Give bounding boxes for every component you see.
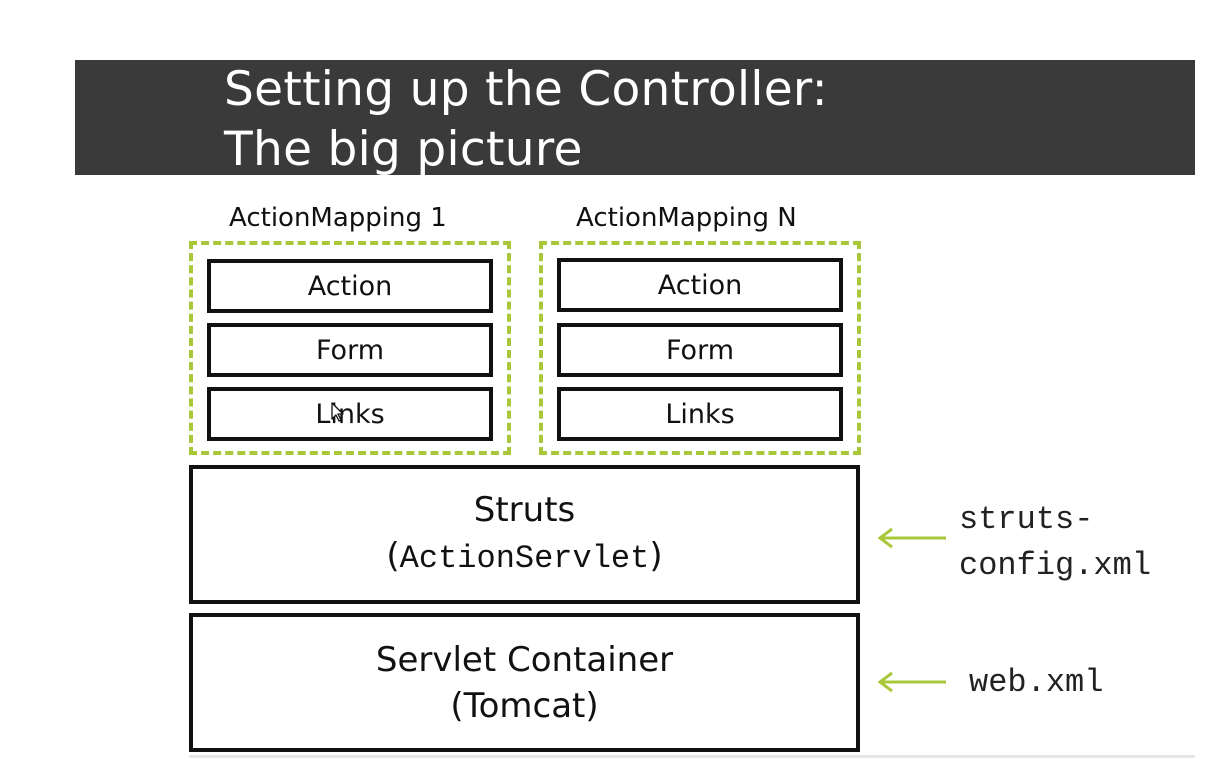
struts-open-paren: (: [386, 536, 400, 576]
mapping-label-n: ActionMapping N: [576, 203, 797, 233]
web-xml-label: web.xml: [969, 664, 1104, 701]
mapping-1-action-label: Action: [307, 270, 393, 302]
struts-detail-line: (ActionServlet): [386, 533, 662, 582]
servlet-container-title: Servlet Container: [375, 639, 674, 680]
tomcat-label: (Tomcat): [450, 685, 599, 726]
mapping-n-action-label: Action: [657, 269, 743, 301]
mapping-n-form-label: Form: [665, 334, 734, 366]
mapping-label-1: ActionMapping 1: [229, 203, 447, 233]
action-mapping-group-1: [189, 241, 511, 455]
mapping-n-form-box: Form: [557, 323, 843, 377]
mapping-1-links-box: Links: [207, 387, 493, 441]
mapping-1-form-box: Form: [207, 323, 493, 377]
slide-title-line-1: Setting up the Controller:: [224, 62, 828, 117]
action-mapping-group-n: [539, 241, 861, 455]
action-servlet-label: ActionServlet: [399, 540, 650, 577]
struts-title: Struts: [473, 490, 576, 530]
mapping-1-form-label: Form: [315, 334, 384, 366]
servlet-container-box: Servlet Container (Tomcat): [189, 613, 860, 752]
mouse-cursor-icon: [331, 402, 344, 422]
slide-title-line-2: The big picture: [224, 122, 583, 177]
mapping-n-links-label: Links: [665, 398, 735, 430]
mapping-n-action-box: Action: [557, 258, 843, 312]
mapping-1-action-box: Action: [207, 259, 493, 313]
mapping-1-links-label: Links: [315, 398, 385, 430]
struts-close-paren: ): [649, 536, 663, 576]
struts-layer-box: Struts (ActionServlet): [189, 465, 860, 604]
title-banner: [75, 60, 1195, 175]
slide-bottom-divider: [189, 755, 1195, 758]
struts-config-label: struts- config.xml: [959, 501, 1152, 584]
left-arrow-icon: [877, 671, 946, 693]
left-arrow-icon: [877, 527, 946, 549]
mapping-n-links-box: Links: [557, 387, 843, 441]
